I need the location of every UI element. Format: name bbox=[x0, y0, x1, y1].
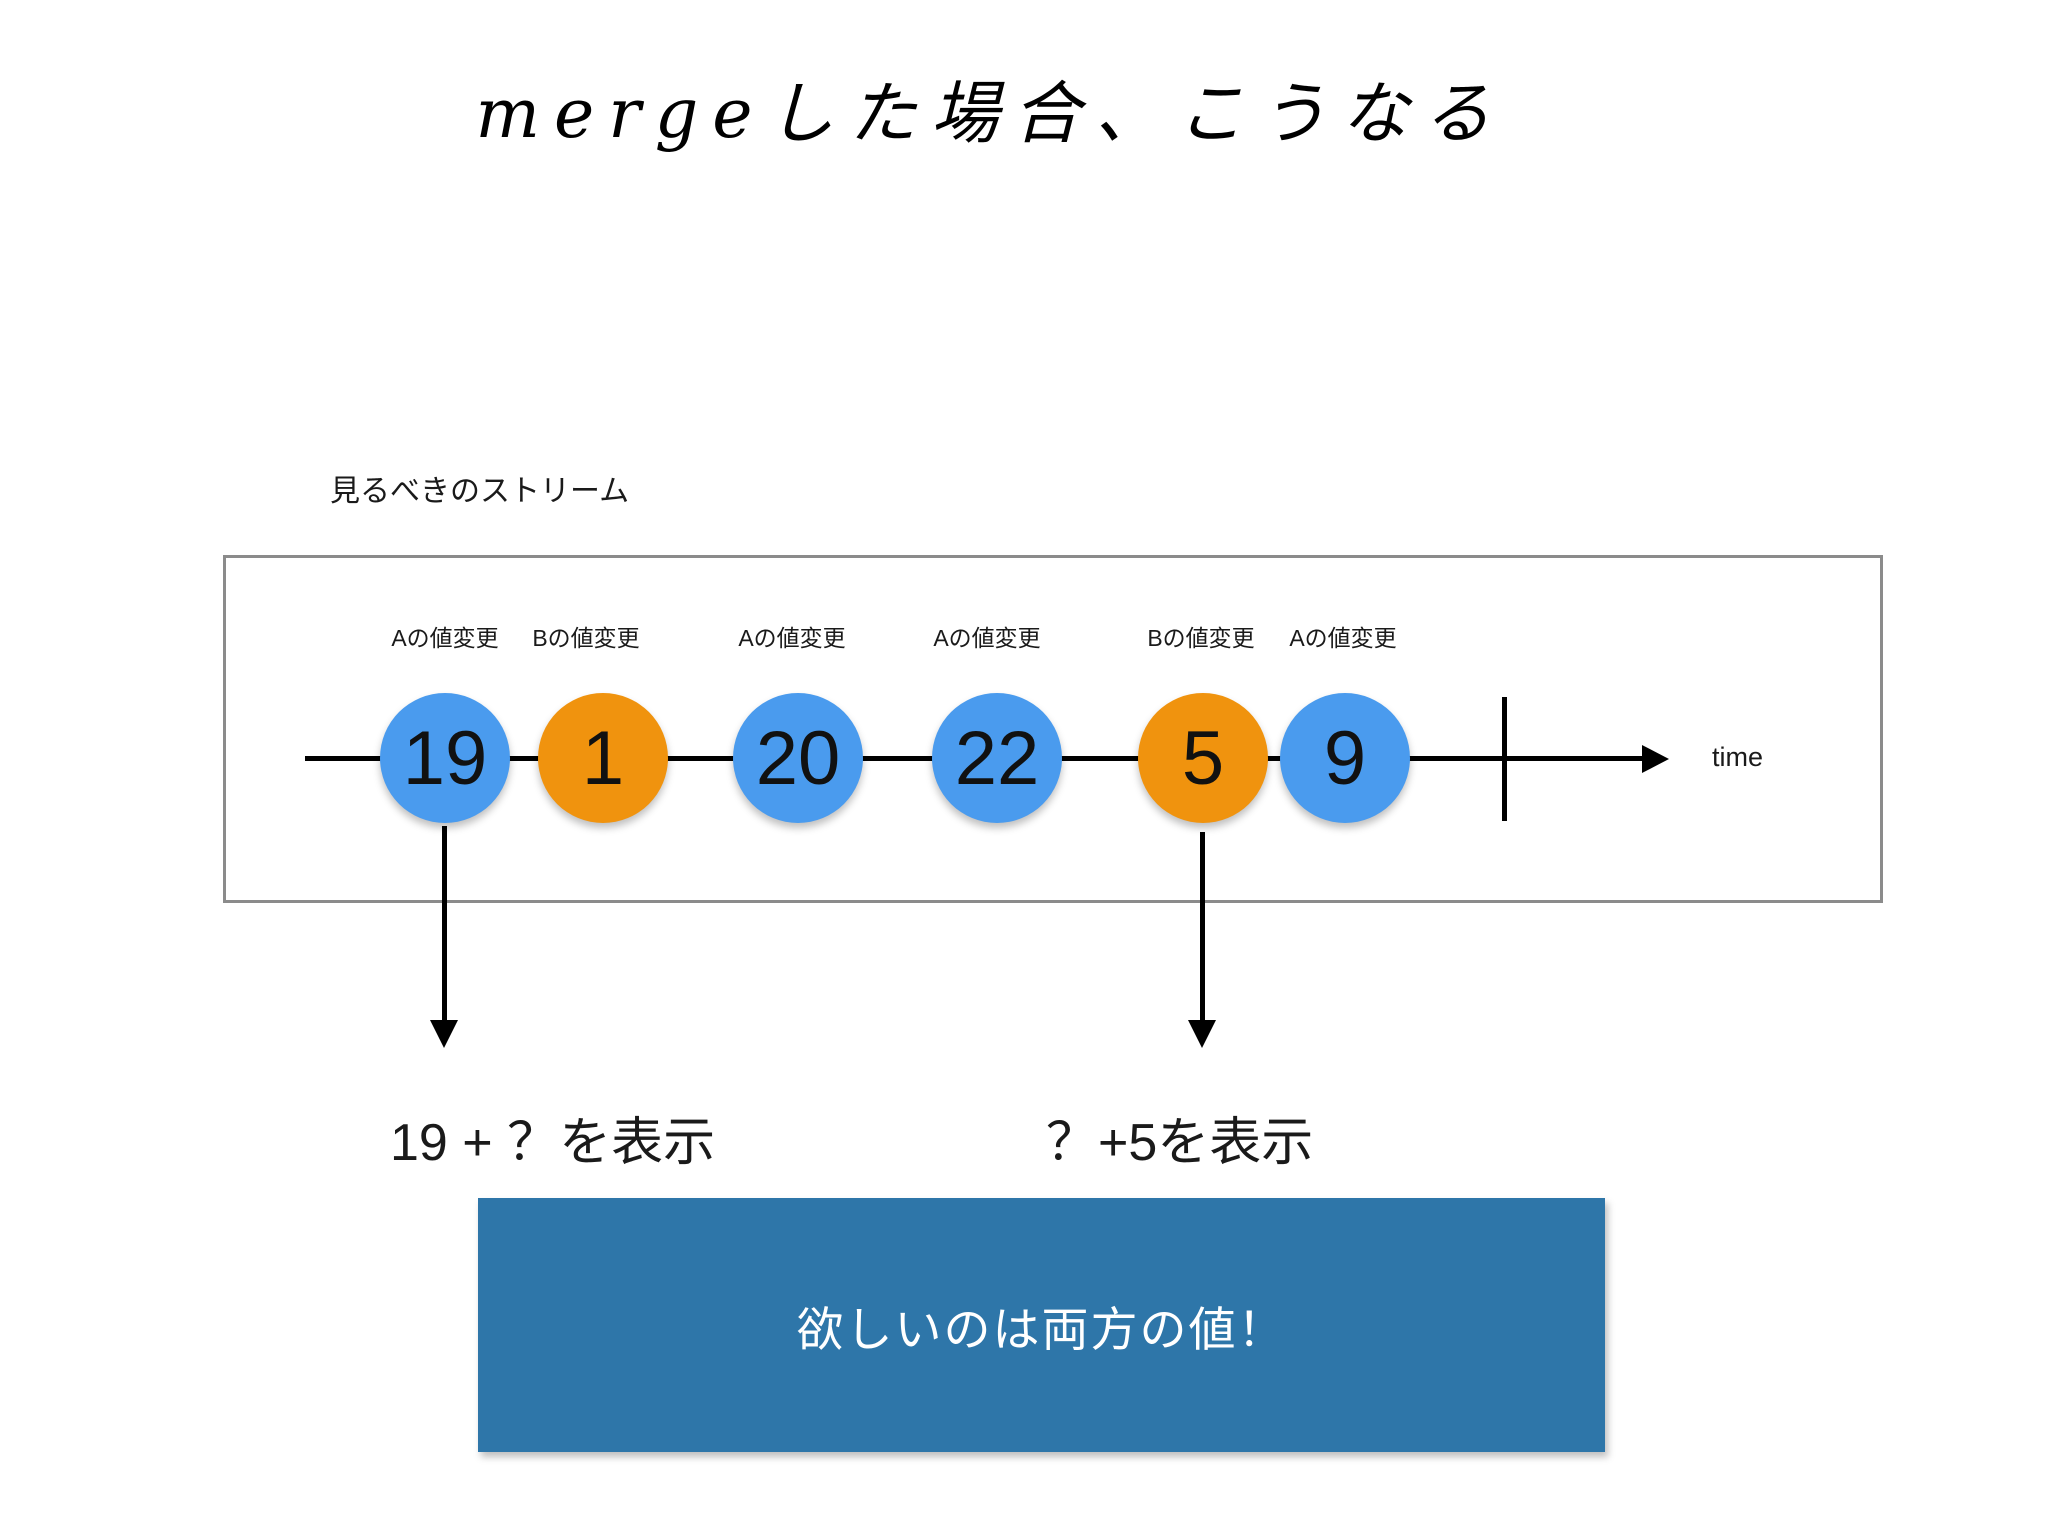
marble-9: 9 bbox=[1280, 693, 1410, 823]
marble-19: 19 bbox=[380, 693, 510, 823]
marble-value: 22 bbox=[954, 715, 1040, 801]
marble-value: 20 bbox=[755, 715, 841, 801]
page-title: mergeした場合、こうなる bbox=[475, 75, 1505, 154]
marble-22: 22 bbox=[932, 693, 1062, 823]
event-label: Bの値変更 bbox=[532, 625, 640, 651]
stream-label: 見るべきのストリーム bbox=[330, 475, 630, 508]
event-label: Bの値変更 bbox=[1147, 625, 1255, 651]
callout-box: 欲しいのは両方の値！ bbox=[478, 1198, 1605, 1452]
arrow-down-icon bbox=[1188, 1020, 1216, 1048]
event-label: Aの値変更 bbox=[1289, 625, 1397, 651]
marble-value: 5 bbox=[1181, 715, 1225, 801]
marble-value: 19 bbox=[402, 715, 488, 801]
marble-value: 1 bbox=[581, 715, 625, 801]
marble-5: 5 bbox=[1138, 693, 1268, 823]
marble-20: 20 bbox=[733, 693, 863, 823]
marble-1: 1 bbox=[538, 693, 668, 823]
event-label: Aの値変更 bbox=[933, 625, 1041, 651]
arrow-down-icon bbox=[430, 1020, 458, 1048]
arrow-down-line bbox=[1200, 832, 1205, 1022]
marble-value: 9 bbox=[1323, 715, 1367, 801]
event-label: Aの値変更 bbox=[391, 625, 499, 651]
time-axis-label: time bbox=[1712, 742, 1764, 772]
arrow-down-line bbox=[442, 826, 447, 1022]
event-label: Aの値変更 bbox=[738, 625, 846, 651]
formula-right: ？+5を表示 bbox=[1046, 1114, 1314, 1172]
formula-left: 19 + ？を表示 bbox=[390, 1114, 716, 1172]
timeline-now-tick bbox=[1502, 697, 1507, 821]
callout-text: 欲しいのは両方の値！ bbox=[796, 1302, 1287, 1356]
arrow-right-icon bbox=[1642, 745, 1669, 773]
